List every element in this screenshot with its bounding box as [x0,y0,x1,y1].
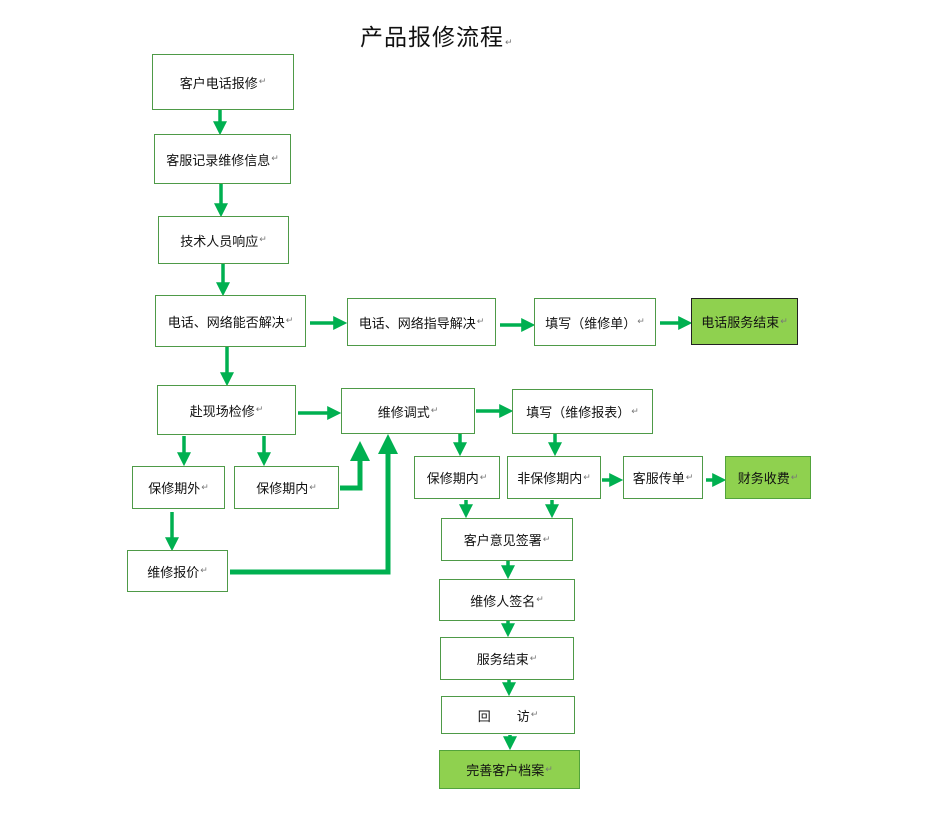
node-cs-record: 客服记录维修信息↵ [154,134,291,184]
node-in-warranty-mid: 保修期内↵ [414,456,500,499]
node-finance-charge: 财务收费↵ [725,456,811,499]
node-phone-net-solve: 电话、网络能否解决↵ [155,295,306,347]
node-repair-debug: 维修调式↵ [341,388,475,434]
node-phone-net-guide: 电话、网络指导解决↵ [347,298,496,346]
node-non-warranty: 非保修期内↵ [507,456,601,499]
node-cs-dispatch: 客服传单↵ [623,456,703,499]
node-archive: 完善客户档案↵ [439,750,580,789]
node-onsite-repair: 赴现场检修↵ [157,385,296,435]
node-fill-repair-report: 填写（维修报表）↵ [512,389,653,434]
node-in-warranty-left: 保修期内↵ [234,466,339,509]
node-return-visit: 回 访↵ [441,696,575,734]
arrow-inwarranty-to-debug [340,441,370,491]
page-title: 产品报修流程↵ [360,25,514,51]
node-customer-sign: 客户意见签署↵ [441,518,573,561]
node-service-end: 服务结束↵ [440,637,574,680]
node-repair-quote: 维修报价↵ [127,550,228,592]
node-customer-call: 客户电话报修↵ [152,54,294,110]
node-out-warranty: 保修期外↵ [132,466,225,509]
node-fill-repair-form: 填写（维修单）↵ [534,298,656,346]
node-repairer-sign: 维修人签名↵ [439,579,575,621]
node-tech-respond: 技术人员响应↵ [158,216,289,264]
node-phone-service-end: 电话服务结束↵ [691,298,798,345]
